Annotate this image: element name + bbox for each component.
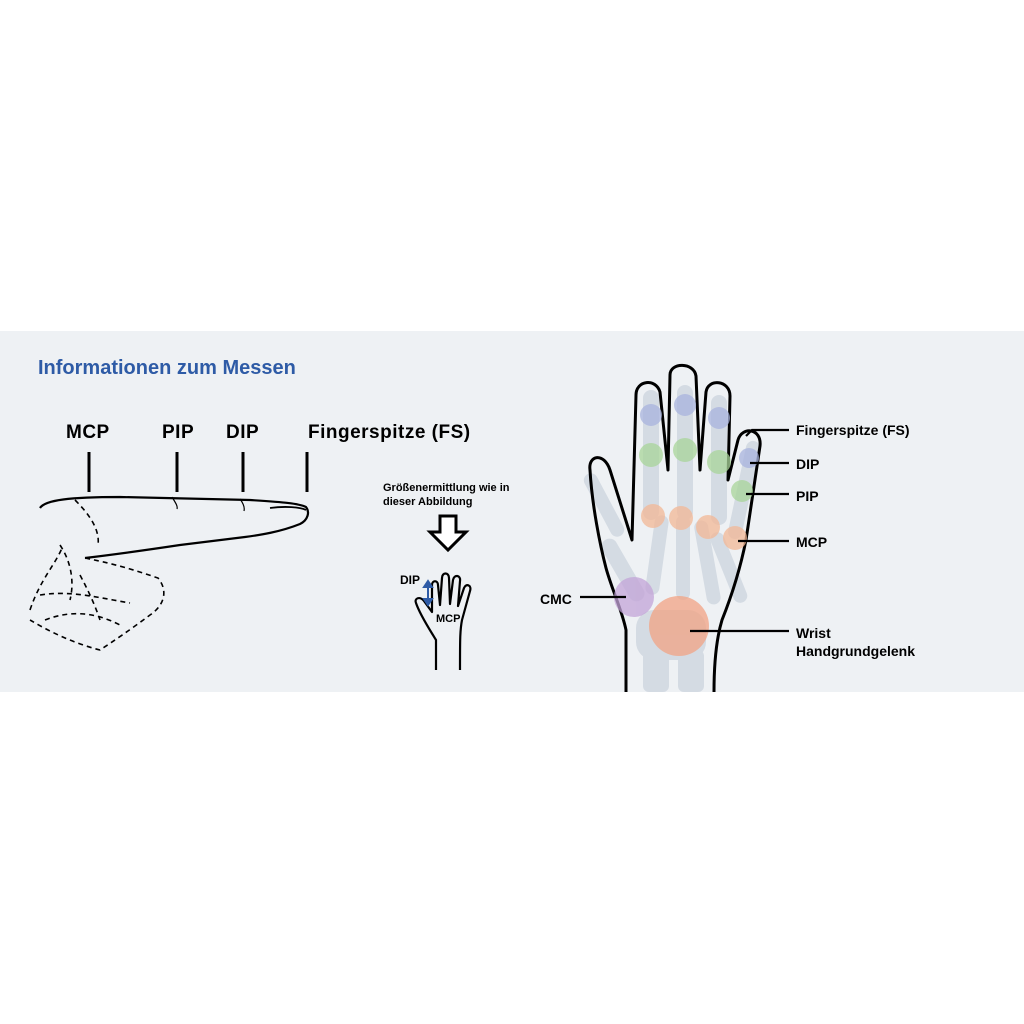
joint-fingertip-4 [739,448,759,468]
joint-mcp-3 [696,515,720,539]
joint-mcp-4 [723,526,747,550]
joint-mcp-2 [669,506,693,530]
joint-pip-thumb [731,480,753,502]
joint-fingertip-3 [708,407,730,429]
joint-mcp-1 [641,504,665,528]
hand-xray-illustration [580,365,789,692]
finger-side-illustration [30,452,308,650]
joint-wrist [649,596,709,656]
joint-fingertip-2 [674,394,696,416]
joint-dip-1 [639,443,663,467]
joint-fingertip-1 [640,404,662,426]
joint-dip-3 [707,450,731,474]
mini-arrow-indicator [424,581,432,605]
joint-dip-2 [673,438,697,462]
down-arrow-icon [430,516,466,550]
